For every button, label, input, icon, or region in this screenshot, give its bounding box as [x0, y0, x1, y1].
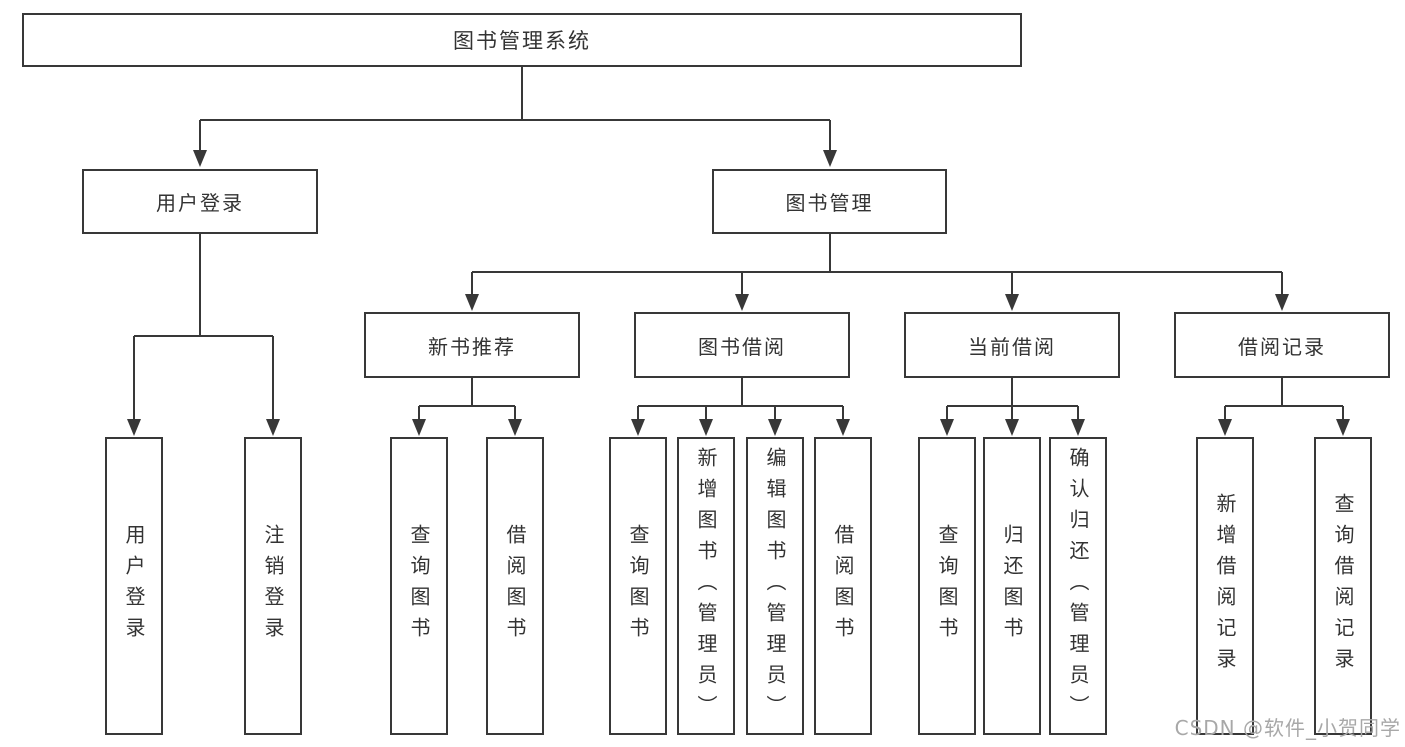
arrowheads — [127, 150, 1350, 436]
leaf-add-borrow-record: 新增借阅记录 — [1196, 437, 1254, 735]
node-label: 新书推荐 — [428, 334, 516, 359]
leaf-borrow-books-borrowing: 借阅图书 — [814, 437, 872, 735]
node-label: 用户登录 — [156, 191, 244, 215]
node-label: 借阅图书 — [503, 524, 527, 648]
node-current-borrowing: 当前借阅 — [904, 312, 1120, 378]
node-label: 查询图书 — [407, 524, 431, 648]
node-label: 图书借阅 — [698, 334, 786, 359]
leaf-add-books-admin: 新增图书（管理员） — [677, 437, 735, 735]
leaf-logout: 注销登录 — [244, 437, 302, 735]
node-label: 新增借阅记录 — [1213, 493, 1237, 679]
node-label: 确认归还（管理员） — [1066, 446, 1090, 726]
csdn-watermark: CSDN @软件_小贺同学 — [1174, 716, 1401, 740]
node-label: 查询图书 — [626, 524, 650, 648]
leaf-query-books-borrowing: 查询图书 — [609, 437, 667, 735]
node-borrowing-records: 借阅记录 — [1174, 312, 1390, 378]
node-label: 当前借阅 — [968, 334, 1056, 359]
leaf-confirm-return-admin: 确认归还（管理员） — [1049, 437, 1107, 735]
leaf-borrow-books-recommend: 借阅图书 — [486, 437, 544, 735]
node-label: 借阅图书 — [831, 524, 855, 648]
leaf-query-books-recommend: 查询图书 — [390, 437, 448, 735]
node-new-book-recommendation: 新书推荐 — [364, 312, 580, 378]
node-library-management-system: 图书管理系统 — [22, 13, 1022, 67]
node-label: 图书管理系统 — [453, 29, 591, 53]
node-label: 归还图书 — [1000, 524, 1024, 648]
leaf-edit-books-admin: 编辑图书（管理员） — [746, 437, 804, 735]
node-label: 图书管理 — [785, 191, 874, 215]
node-user-login: 用户登录 — [82, 169, 318, 234]
node-label: 查询借阅记录 — [1331, 493, 1355, 679]
node-label: 编辑图书（管理员） — [763, 446, 787, 726]
node-book-management: 图书管理 — [712, 169, 947, 234]
leaf-query-books-current: 查询图书 — [918, 437, 976, 735]
leaf-query-borrow-record: 查询借阅记录 — [1314, 437, 1372, 735]
node-label: 新增图书（管理员） — [694, 446, 718, 726]
node-label: 查询图书 — [935, 524, 959, 648]
node-label: 借阅记录 — [1238, 334, 1326, 359]
node-book-borrowing: 图书借阅 — [634, 312, 850, 378]
leaf-return-books: 归还图书 — [983, 437, 1041, 735]
leaf-user-login: 用户登录 — [105, 437, 163, 735]
node-label: 用户登录 — [122, 524, 146, 648]
node-label: 注销登录 — [261, 524, 285, 648]
